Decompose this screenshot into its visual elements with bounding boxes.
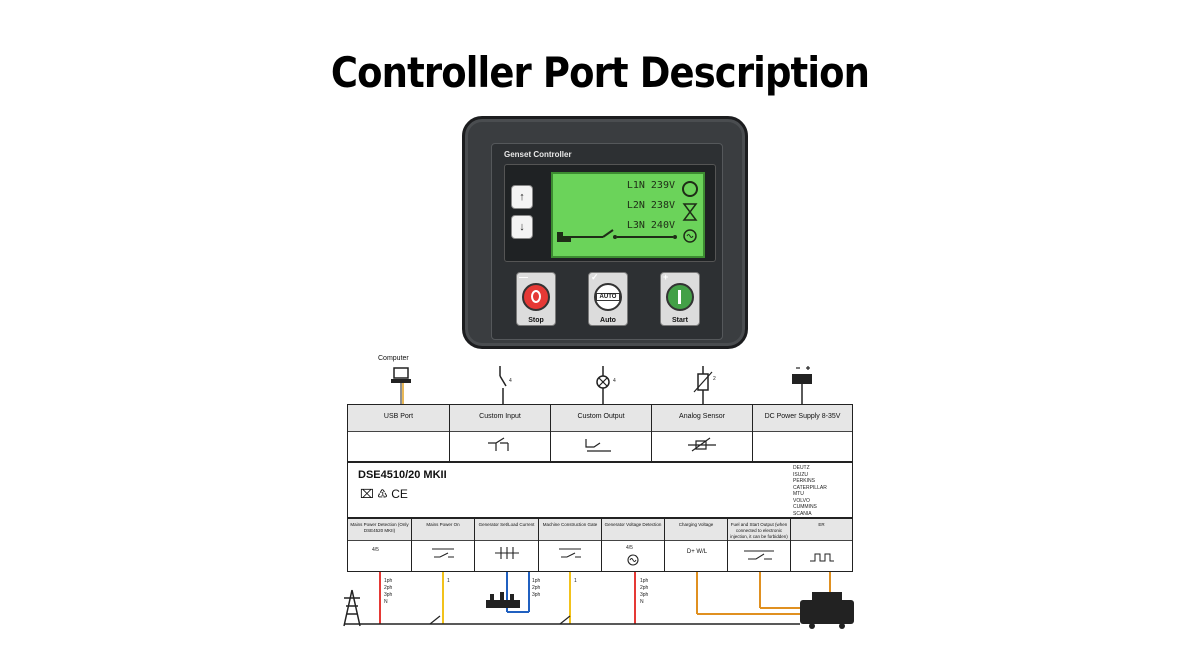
port-er: ER bbox=[791, 519, 852, 571]
stop-icon bbox=[522, 283, 550, 311]
analog-icon bbox=[688, 437, 716, 452]
up-arrow-button[interactable]: ↑ bbox=[511, 185, 533, 209]
stop-button[interactable]: — Stop bbox=[516, 272, 556, 326]
certification-icons: ⌧ ♳ CE bbox=[360, 487, 408, 501]
port-charging-voltage: Charging Voltage D+ W/L bbox=[665, 519, 728, 571]
page-title: Controller Port Description bbox=[330, 48, 870, 97]
port-fuel-start-output: Fuel and Start Output (when connected to… bbox=[728, 519, 791, 571]
controller-panel: Genset Controller ↑ ↓ L1N 239V L2N 238V … bbox=[491, 143, 723, 340]
sensor-icon bbox=[693, 366, 713, 404]
model-block: DSE4510/20 MKII ⌧ ♳ CE DEUTZ ISUZU PERKI… bbox=[347, 462, 853, 518]
lcd-line-l1: L1N 239V bbox=[626, 180, 675, 191]
lcd-line-l2: L2N 238V bbox=[626, 200, 675, 211]
phase-label-gate: 1 bbox=[574, 578, 577, 584]
brand-list: DEUTZ ISUZU PERKINS CATERPILLAR MTU VOLV… bbox=[793, 465, 827, 517]
port-usb: USB Port bbox=[348, 405, 450, 461]
genset-controller: Genset Controller ↑ ↓ L1N 239V L2N 238V … bbox=[462, 116, 748, 349]
port-mains-power-on: Mains Power On bbox=[412, 519, 475, 571]
phase-labels-mains: 1ph 2ph 3ph N bbox=[384, 578, 393, 605]
computer-label: Computer bbox=[378, 355, 409, 362]
display-frame: ↑ ↓ L1N 239V L2N 238V L3N 240V bbox=[504, 164, 716, 262]
top-port-row: USB Port Custom Input Custom Output Anal… bbox=[347, 404, 853, 462]
auto-icon: AUTO bbox=[594, 283, 622, 311]
power-pylon-icon bbox=[343, 589, 361, 627]
output-count: 4 bbox=[613, 378, 616, 384]
phase-labels-generator: 1ph 2ph 3ph N bbox=[640, 578, 649, 605]
start-button[interactable]: + Start bbox=[660, 272, 700, 326]
output-relay-icon bbox=[585, 439, 611, 452]
down-arrow-button[interactable]: ↓ bbox=[511, 215, 533, 239]
port-generator-voltage: Generator Voltage Detection 4/5 bbox=[602, 519, 665, 571]
hourglass-icon bbox=[682, 203, 698, 221]
port-construction-gate: Machine Construction Gate bbox=[539, 519, 602, 571]
phase-label-mains-on: 1 bbox=[447, 578, 450, 584]
port-custom-output: Custom Output bbox=[551, 405, 652, 461]
input-contact-icon bbox=[488, 437, 509, 451]
start-icon bbox=[666, 283, 694, 311]
generator-ring-icon bbox=[682, 181, 698, 197]
lcd-screen: L1N 239V L2N 238V L3N 240V bbox=[551, 172, 705, 258]
load-icon bbox=[557, 232, 571, 242]
port-dc-power: DC Power Supply 8-35V bbox=[753, 405, 852, 461]
model-name: DSE4510/20 MKII bbox=[358, 469, 447, 481]
lcd-icons bbox=[557, 181, 698, 243]
port-mains-detection: Mains Power Detection (Only DSE4520 MKII… bbox=[348, 519, 412, 571]
input-count: 4 bbox=[509, 378, 512, 384]
computer-icon bbox=[391, 367, 411, 383]
phase-labels-load: 1ph 2ph 3ph bbox=[532, 578, 541, 598]
generator-icon bbox=[800, 592, 854, 629]
ac-source-icon bbox=[683, 229, 697, 243]
load-icon bbox=[486, 592, 520, 608]
switch-input-icon bbox=[499, 366, 507, 404]
port-custom-input: Custom Input bbox=[450, 405, 551, 461]
port-current-sensing: Generator Set/Load Current bbox=[475, 519, 539, 571]
lcd-line-l3: L3N 240V bbox=[626, 220, 675, 231]
switch-icon bbox=[602, 229, 614, 238]
auto-button[interactable]: ✓ AUTO Auto bbox=[588, 272, 628, 326]
sensor-count: 2 bbox=[713, 376, 716, 382]
bottom-port-row: Mains Power Detection (Only DSE4520 MKII… bbox=[347, 518, 853, 572]
controller-label: Genset Controller bbox=[504, 150, 572, 159]
lamp-output-icon bbox=[596, 366, 610, 404]
port-analog-sensor: Analog Sensor bbox=[652, 405, 753, 461]
battery-icon bbox=[792, 366, 812, 404]
